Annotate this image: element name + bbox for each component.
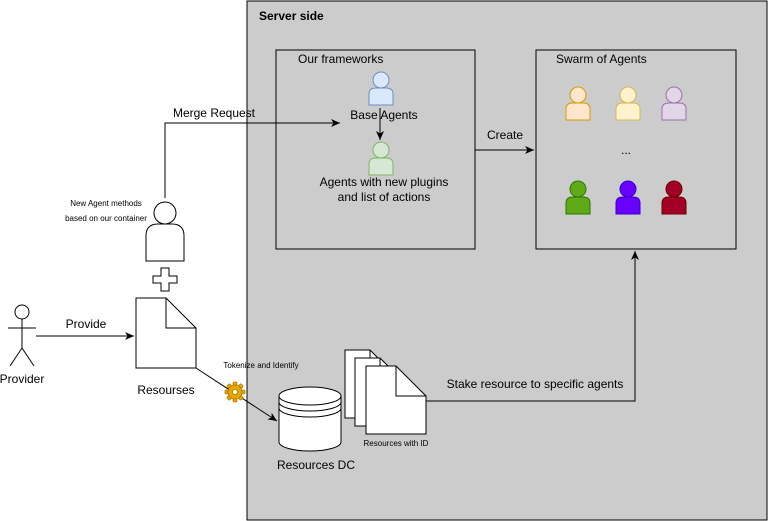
resources-with-id-icon: [344, 349, 427, 435]
stake-arrow: [426, 251, 639, 402]
swarm-title: Swarm of Agents: [556, 52, 647, 66]
resources-label: Resourses: [137, 383, 194, 397]
provide-label: Provide: [66, 317, 107, 331]
provider-label: Provider: [0, 372, 44, 386]
resources-dc-label: Resources DC: [277, 458, 355, 472]
frameworks-title: Our frameworks: [298, 52, 383, 66]
new-agent-methods-line2: based on our container: [65, 214, 147, 223]
merge-request-arrow: [164, 119, 340, 198]
create-label: Create: [487, 128, 523, 142]
tokenize-label: Tokenize and Identify: [223, 361, 298, 370]
resources-with-id-label: Resources with ID: [364, 439, 429, 448]
merge-request-label: Merge Request: [173, 106, 256, 120]
swarm-ellipsis: ...: [621, 143, 631, 157]
provider-icon: [8, 304, 36, 367]
resources-document-icon: [135, 297, 197, 369]
new-agents-label-line2: and list of actions: [338, 190, 431, 204]
new-agents-label-line1: Agents with new plugins: [320, 175, 449, 189]
new-agent-methods-icon: [145, 201, 185, 262]
swarm-box: [535, 49, 737, 250]
plus-icon: [152, 267, 178, 292]
server-side-title: Server side: [259, 9, 324, 23]
gear-icon: [224, 381, 246, 403]
resources-dc-database-icon: [278, 386, 342, 452]
new-agent-methods-line1: New Agent methods: [70, 199, 142, 208]
base-agents-label: Base Agents: [350, 108, 417, 122]
stake-label: Stake resource to specific agents: [447, 377, 624, 391]
